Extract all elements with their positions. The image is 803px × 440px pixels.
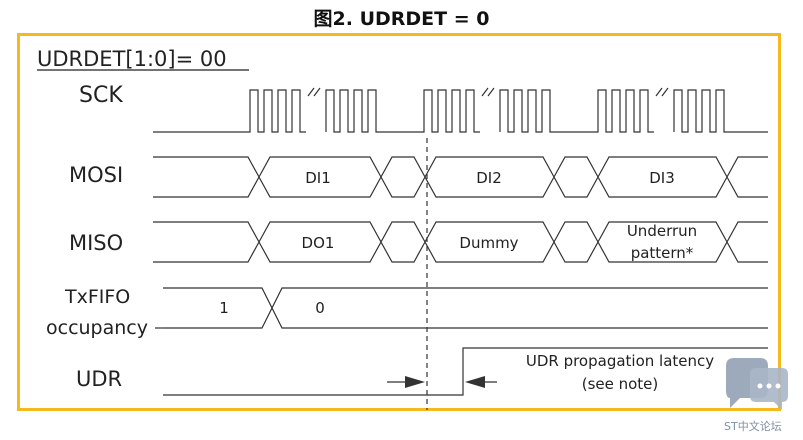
miso-label: MISO [69,231,123,255]
mosi-cell-di1: DI1 [305,169,331,187]
miso-cell-pattern: pattern* [631,244,694,262]
txfifo-label: TxFIFO [64,286,130,308]
latency-note-line2: (see note) [582,375,659,393]
udr-waveform [163,347,768,396]
figure-title: 图2. UDRDET = 0 [313,8,490,30]
watermark-text: ST中文论坛 [724,420,782,433]
miso-cell-dummy: Dummy [459,234,518,252]
config-label: UDRDET[1:0]= 00 [37,47,227,71]
txfifo-cell-0: 0 [315,299,325,317]
chat-bubble-icon [726,358,788,410]
mosi-bus [153,156,768,198]
udr-label: UDR [76,367,122,391]
txfifo-cell-1: 1 [219,299,229,317]
mosi-cell-di2: DI2 [476,169,502,187]
sck-break-mark [307,87,669,97]
mosi-label: MOSI [69,163,123,187]
latency-note-line1: UDR propagation latency [526,352,714,370]
mosi-cell-di3: DI3 [649,169,675,187]
miso-cell-do1: DO1 [302,234,335,252]
sck-waveform [153,89,768,133]
diagram-frame [17,33,781,411]
sck-label: SCK [79,83,123,108]
miso-bus [153,221,768,263]
txfifo-bus [163,287,768,329]
miso-cell-underrun: Underrun [627,222,697,240]
watermark: ST中文论坛 [722,356,792,436]
occupancy-label: occupancy [46,317,148,339]
